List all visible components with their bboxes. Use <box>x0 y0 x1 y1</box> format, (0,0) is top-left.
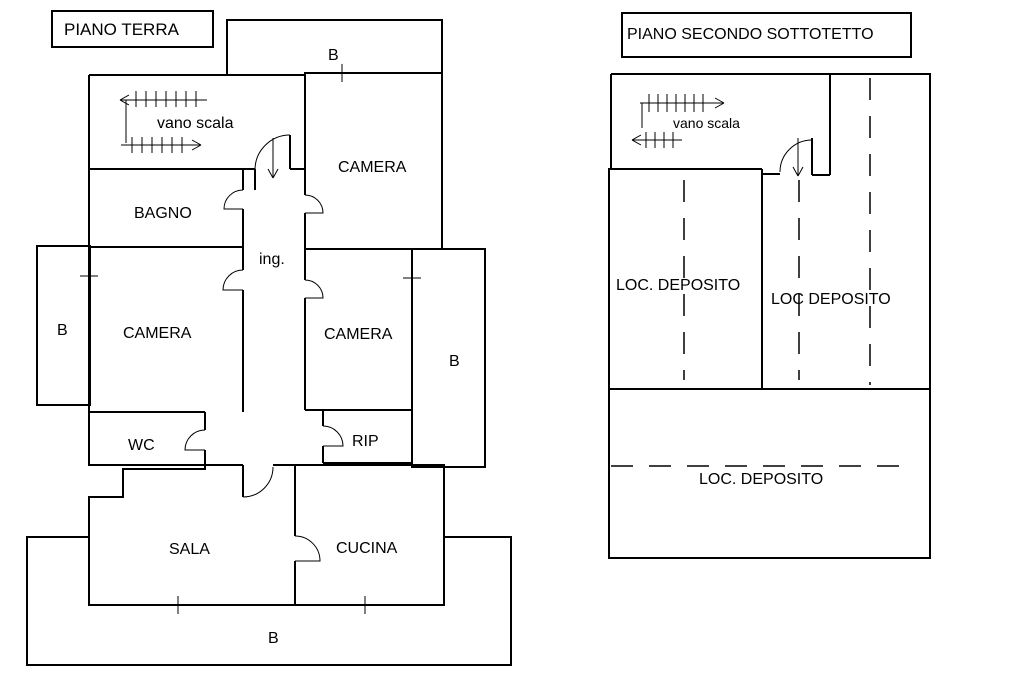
label-balcony-right: B <box>449 353 460 370</box>
staircase-symbol <box>119 91 279 179</box>
label-bedroom-center: CAMERA <box>324 326 393 343</box>
attic-interior-walls <box>609 74 930 390</box>
balcony-top <box>226 19 443 75</box>
ground-floor-title: PIANO TERRA <box>64 20 180 39</box>
label-balcony-top: B <box>328 47 339 64</box>
attic-label-storage-left: LOC. DEPOSITO <box>616 277 740 294</box>
attic-label-storage-center: LOC DEPOSITO <box>771 291 891 308</box>
label-bathroom: BAGNO <box>134 205 192 222</box>
interior-walls <box>89 73 444 605</box>
ground-floor-plan: PIANO TERRA <box>26 10 512 666</box>
attic-label-storage-bottom: LOC. DEPOSITO <box>699 471 823 488</box>
attic-dashed-lines <box>611 78 900 467</box>
door-swings <box>184 134 344 562</box>
attic-staircase-symbol <box>631 94 804 177</box>
label-living: SALA <box>169 541 210 558</box>
label-wc: WC <box>128 437 155 454</box>
attic-door-swing <box>779 139 813 173</box>
ground-floor-title-box <box>51 10 214 48</box>
window-marks <box>80 64 421 614</box>
label-bedroom-top: CAMERA <box>338 159 407 176</box>
label-storage: RIP <box>352 433 379 450</box>
label-bedroom-left: CAMERA <box>123 325 192 342</box>
attic-floor-title-box <box>621 12 912 58</box>
label-balcony-left: B <box>57 322 68 339</box>
label-entrance: ing. <box>259 251 285 268</box>
balcony-bottom <box>26 536 512 666</box>
attic-label-stairwell: vano scala <box>673 115 740 131</box>
attic-floor-plan: PIANO SECONDO SOTTOTETTO <box>608 12 931 559</box>
label-kitchen: CUCINA <box>336 540 398 557</box>
label-balcony-bottom: B <box>268 630 279 647</box>
label-stairwell: vano scala <box>157 115 234 132</box>
attic-floor-title: PIANO SECONDO SOTTOTETTO <box>627 26 874 43</box>
